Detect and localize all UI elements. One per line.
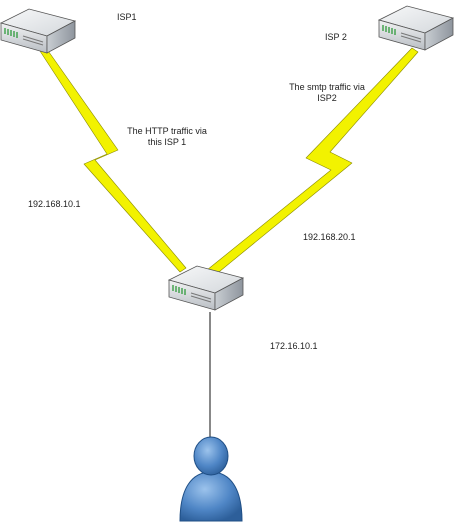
lightning-bolt-icon [37,44,187,273]
label-isp1: ISP1 [117,12,137,22]
router-isp1[interactable] [0,8,77,54]
label-isp2: ISP 2 [325,32,347,42]
note-http-line1: The HTTP traffic via [127,126,207,136]
user-icon[interactable] [179,436,243,522]
note-smtp-line2: ISP2 [317,93,337,103]
note-http-traffic: The HTTP traffic via this ISP 1 [112,126,222,148]
ip-label-lan: 172.16.10.1 [270,341,318,351]
router-isp2[interactable] [377,5,455,51]
link-isp1-local [37,44,187,273]
router-icon [0,8,77,54]
note-smtp-line1: The smtp traffic via [289,82,365,92]
note-smtp-traffic: The smtp traffic via ISP2 [272,82,382,104]
router-local[interactable] [167,265,245,311]
router-icon [377,5,455,51]
ip-label-isp2-link: 192.168.20.1 [303,232,356,242]
router-icon [167,265,245,311]
note-http-line2: this ISP 1 [147,137,187,147]
ip-label-isp1-link: 192.168.10.1 [28,199,81,209]
